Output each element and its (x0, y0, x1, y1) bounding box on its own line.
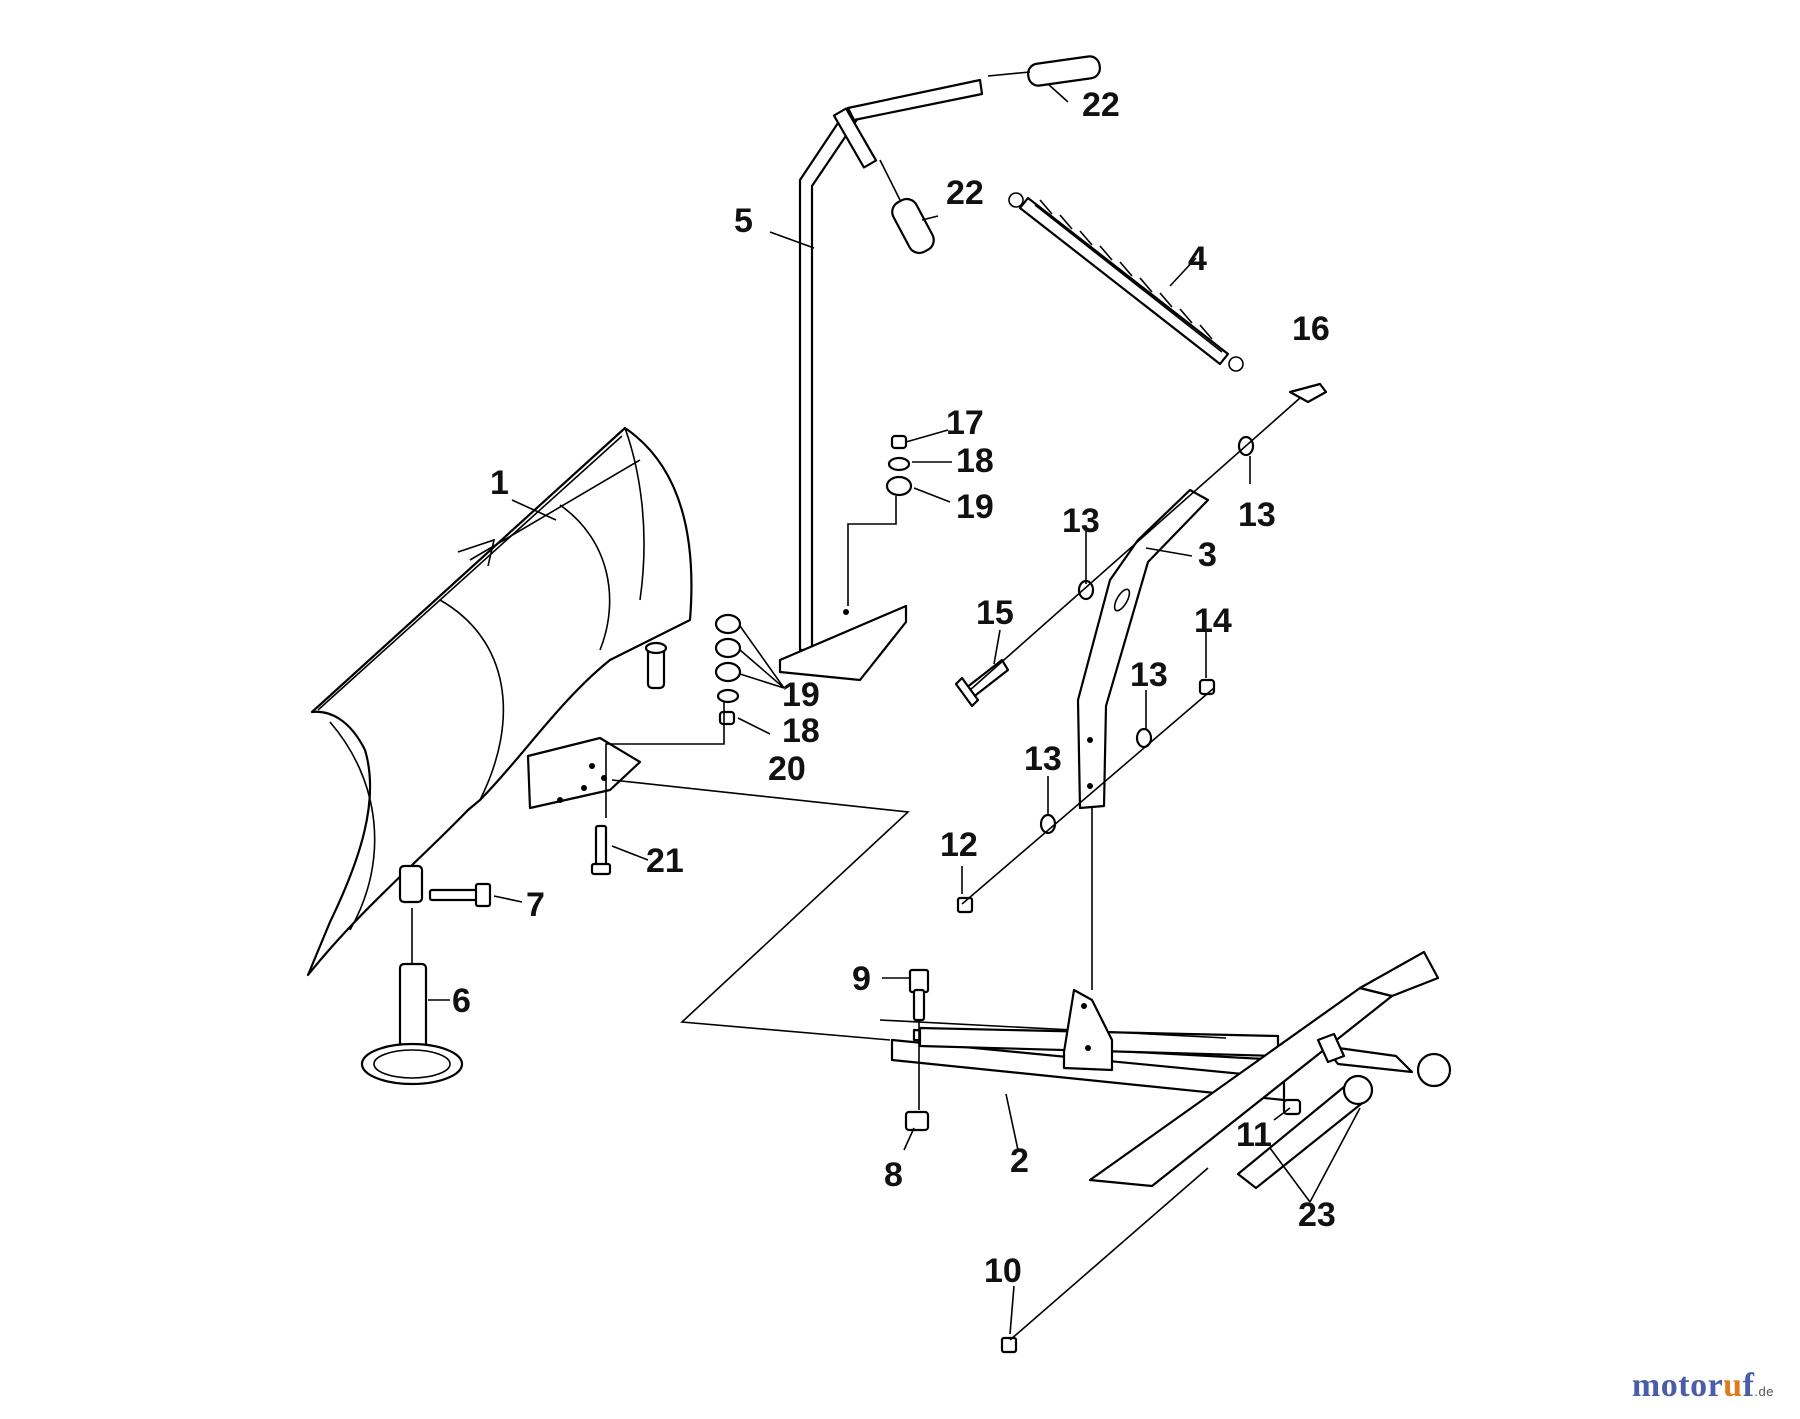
callout-7: 7 (526, 886, 545, 924)
callout-13-lower: 13 (1024, 740, 1062, 778)
site-watermark: motoruf.de (1632, 1367, 1774, 1405)
callout-19-left: 19 (782, 676, 820, 714)
callout-22-top: 22 (1082, 86, 1120, 124)
frame (879, 950, 1452, 1190)
plow-blade (306, 426, 693, 977)
watermark-brand-accent: u (1723, 1367, 1743, 1404)
callout-17: 17 (946, 404, 984, 442)
callout-18-left: 18 (782, 712, 820, 750)
callout-4: 4 (1188, 240, 1207, 278)
callout-11: 11 (1236, 1116, 1272, 1154)
callout-19-right: 19 (956, 488, 994, 526)
watermark-tld: .de (1754, 1384, 1774, 1399)
callout-22-grip: 22 (946, 174, 984, 212)
lift-handle (778, 78, 984, 682)
callout-13-middle: 13 (1130, 656, 1168, 694)
tension-spring (1008, 192, 1244, 372)
callout-3: 3 (1198, 536, 1217, 574)
callout-13-top-right: 13 (1238, 496, 1276, 534)
callout-14: 14 (1194, 602, 1232, 640)
callout-15: 15 (976, 594, 1014, 632)
assembly-lines (411, 71, 1301, 1341)
callout-1: 1 (490, 464, 509, 502)
callout-5: 5 (734, 202, 753, 240)
callout-13-upper: 13 (1062, 502, 1100, 540)
hardware (428, 382, 1328, 1354)
callout-8: 8 (884, 1156, 903, 1194)
callout-12: 12 (940, 826, 978, 864)
pivot-arm (1076, 488, 1210, 810)
watermark-brand-pre: motor (1631, 1367, 1724, 1404)
callout-23: 23 (1298, 1196, 1336, 1234)
callout-labels: 1 2 3 4 5 6 7 8 9 10 11 12 13 13 13 13 1… (452, 86, 1336, 1290)
skid-shoe (360, 962, 464, 1086)
callout-2: 2 (1010, 1142, 1029, 1180)
callout-10: 10 (984, 1252, 1022, 1290)
callout-6: 6 (452, 982, 471, 1020)
handle-grips (891, 55, 1101, 255)
callout-21: 21 (646, 842, 684, 880)
watermark-brand-post: f (1742, 1367, 1755, 1404)
callout-16: 16 (1292, 310, 1330, 348)
callout-20: 20 (768, 750, 806, 788)
leader-lines (428, 83, 1361, 1335)
callout-18-right: 18 (956, 442, 994, 480)
callout-9: 9 (852, 960, 871, 998)
